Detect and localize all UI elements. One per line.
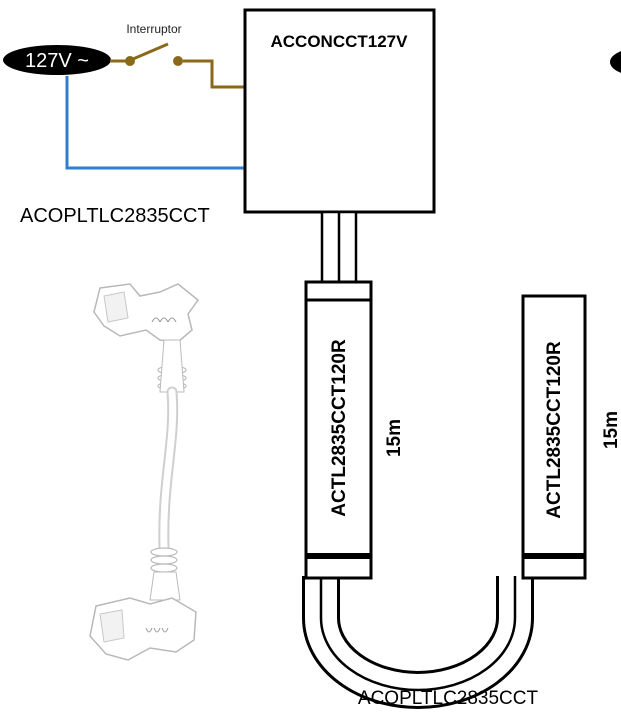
blue-wire [65,76,244,170]
connector-bottom-label: ACOPLTLC2835CCT [358,688,539,709]
switch-contact-right [173,56,183,66]
controller: ACCONCCT127V [243,8,436,214]
switch: Interruptor [125,22,183,66]
brown-wire-controller [183,59,244,89]
strip-2-length: 15m [601,411,621,449]
controller-cable [320,210,358,284]
controller-label: ACCONCCT127V [271,32,409,51]
switch-contact-left [125,56,135,66]
second-power-source-partial [610,51,621,73]
connector-top-label: ACOPLTLC2835CCT [20,205,210,227]
strip-1-label: ACTL2835CCT120R [329,339,350,517]
switch-lever [132,42,169,61]
strip-1-length: 15m [384,419,405,457]
led-strip-1: ACTL2835CCT120R [304,280,373,580]
connector-cable-image [89,283,200,661]
u-connector-cable [302,576,534,709]
switch-label: Interruptor [126,22,181,36]
led-strip-2: ACTL2835CCT120R [521,294,587,580]
power-source-label: 127V ~ [25,50,89,72]
strip-2-label: ACTL2835CCT120R [544,341,565,519]
power-source: 127V ~ [3,45,111,75]
